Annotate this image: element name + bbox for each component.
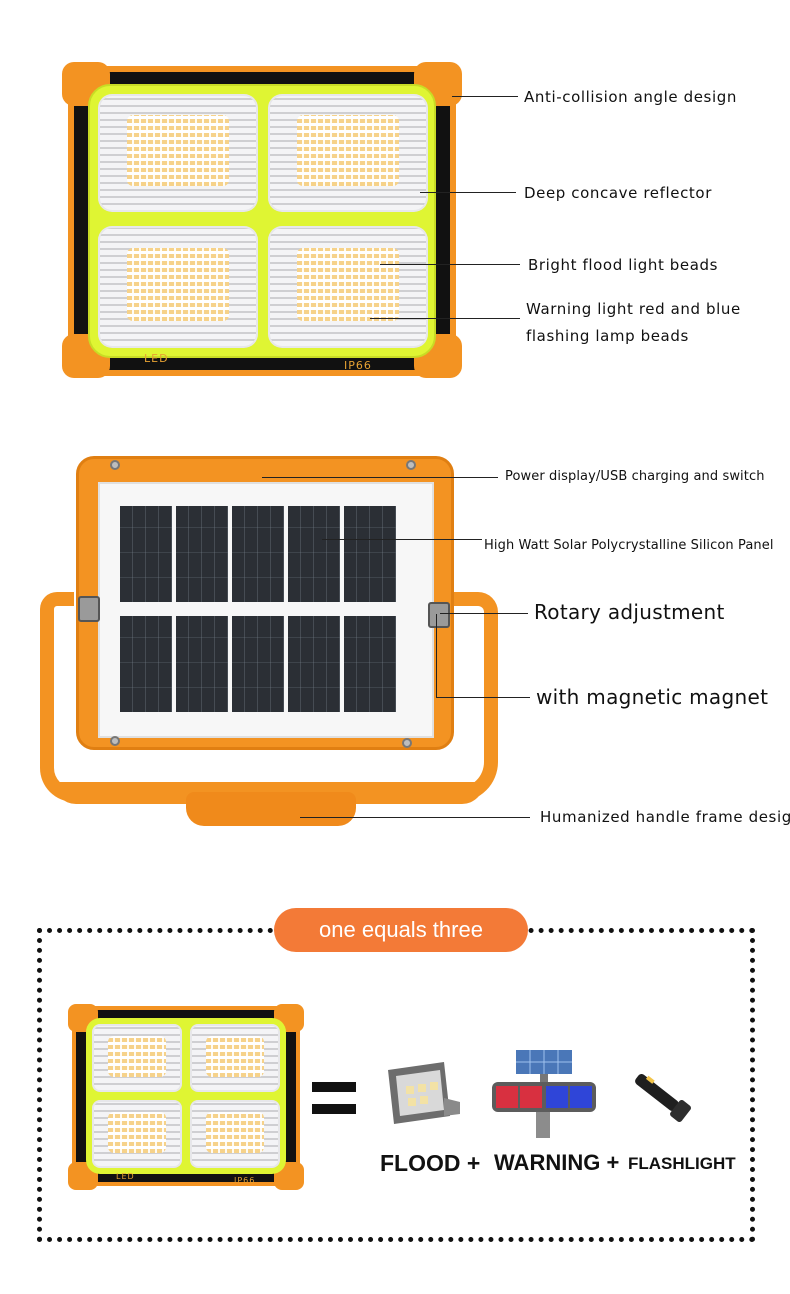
led-marking: LED bbox=[144, 352, 169, 365]
solar-panel-backing bbox=[98, 482, 434, 738]
reflector-panel bbox=[98, 226, 258, 348]
callout-warning-line1: Warning light red and blue bbox=[526, 300, 741, 318]
reflector-panel bbox=[268, 226, 428, 348]
flashlight-icon bbox=[635, 1074, 691, 1122]
handle-grip bbox=[186, 792, 356, 826]
banner-pill: one equals three bbox=[274, 908, 528, 952]
solar-cell bbox=[120, 616, 172, 712]
callout-line bbox=[262, 477, 498, 478]
warning-light-icon bbox=[492, 1050, 596, 1138]
callout-line bbox=[440, 613, 528, 614]
callout-magnet: with magnetic magnet bbox=[536, 685, 769, 709]
callout-line bbox=[436, 614, 437, 698]
flood-light-icon bbox=[388, 1062, 460, 1124]
solar-cell bbox=[288, 506, 340, 602]
front-lamp-image: LED IP66 bbox=[62, 62, 462, 382]
screw bbox=[110, 460, 120, 470]
solar-cell bbox=[288, 616, 340, 712]
reflector-panel bbox=[268, 94, 428, 212]
rotary-pivot bbox=[78, 596, 100, 622]
flood-label: FLOOD + bbox=[380, 1150, 481, 1176]
reflector-frame bbox=[88, 84, 436, 358]
back-lamp-image bbox=[36, 452, 498, 832]
callout-line bbox=[322, 539, 482, 540]
callout-line bbox=[452, 96, 518, 97]
solar-cell bbox=[176, 616, 228, 712]
callout-rotary: Rotary adjustment bbox=[534, 600, 725, 624]
led-marking: LED bbox=[116, 1172, 135, 1181]
solar-cell bbox=[176, 506, 228, 602]
solar-cell bbox=[120, 506, 172, 602]
reflector-panel bbox=[98, 94, 258, 212]
callout-line bbox=[380, 264, 520, 265]
callout-line bbox=[436, 697, 530, 698]
rotary-pivot bbox=[428, 602, 450, 628]
equals-sign bbox=[312, 1082, 356, 1116]
flashlight-label: FLASHLIGHT bbox=[628, 1154, 736, 1173]
warning-label: WARNING + bbox=[494, 1150, 620, 1175]
ip-marking: IP66 bbox=[344, 359, 372, 372]
callout-line bbox=[420, 192, 516, 193]
mini-lamp-image: LED IP66 bbox=[68, 1004, 304, 1190]
handle-left-arm bbox=[40, 592, 74, 802]
screw bbox=[402, 738, 412, 748]
screw bbox=[406, 460, 416, 470]
callout-warning-line2: flashing lamp beads bbox=[526, 327, 689, 345]
callout-power: Power display/USB charging and switch bbox=[505, 469, 765, 484]
callout-anti-collision: Anti-collision angle design bbox=[524, 88, 737, 106]
callout-line bbox=[300, 817, 530, 818]
callout-handle: Humanized handle frame design bbox=[540, 808, 790, 826]
callout-line bbox=[370, 318, 520, 319]
callout-solar: High Watt Solar Polycrystalline Silicon … bbox=[484, 538, 774, 553]
ip-marking: IP66 bbox=[234, 1176, 256, 1185]
screw bbox=[110, 736, 120, 746]
solar-cell bbox=[344, 506, 396, 602]
callout-reflector: Deep concave reflector bbox=[524, 184, 712, 202]
callout-beads: Bright flood light beads bbox=[528, 256, 719, 274]
solar-cell bbox=[232, 506, 284, 602]
solar-cell bbox=[232, 616, 284, 712]
solar-cell bbox=[344, 616, 396, 712]
